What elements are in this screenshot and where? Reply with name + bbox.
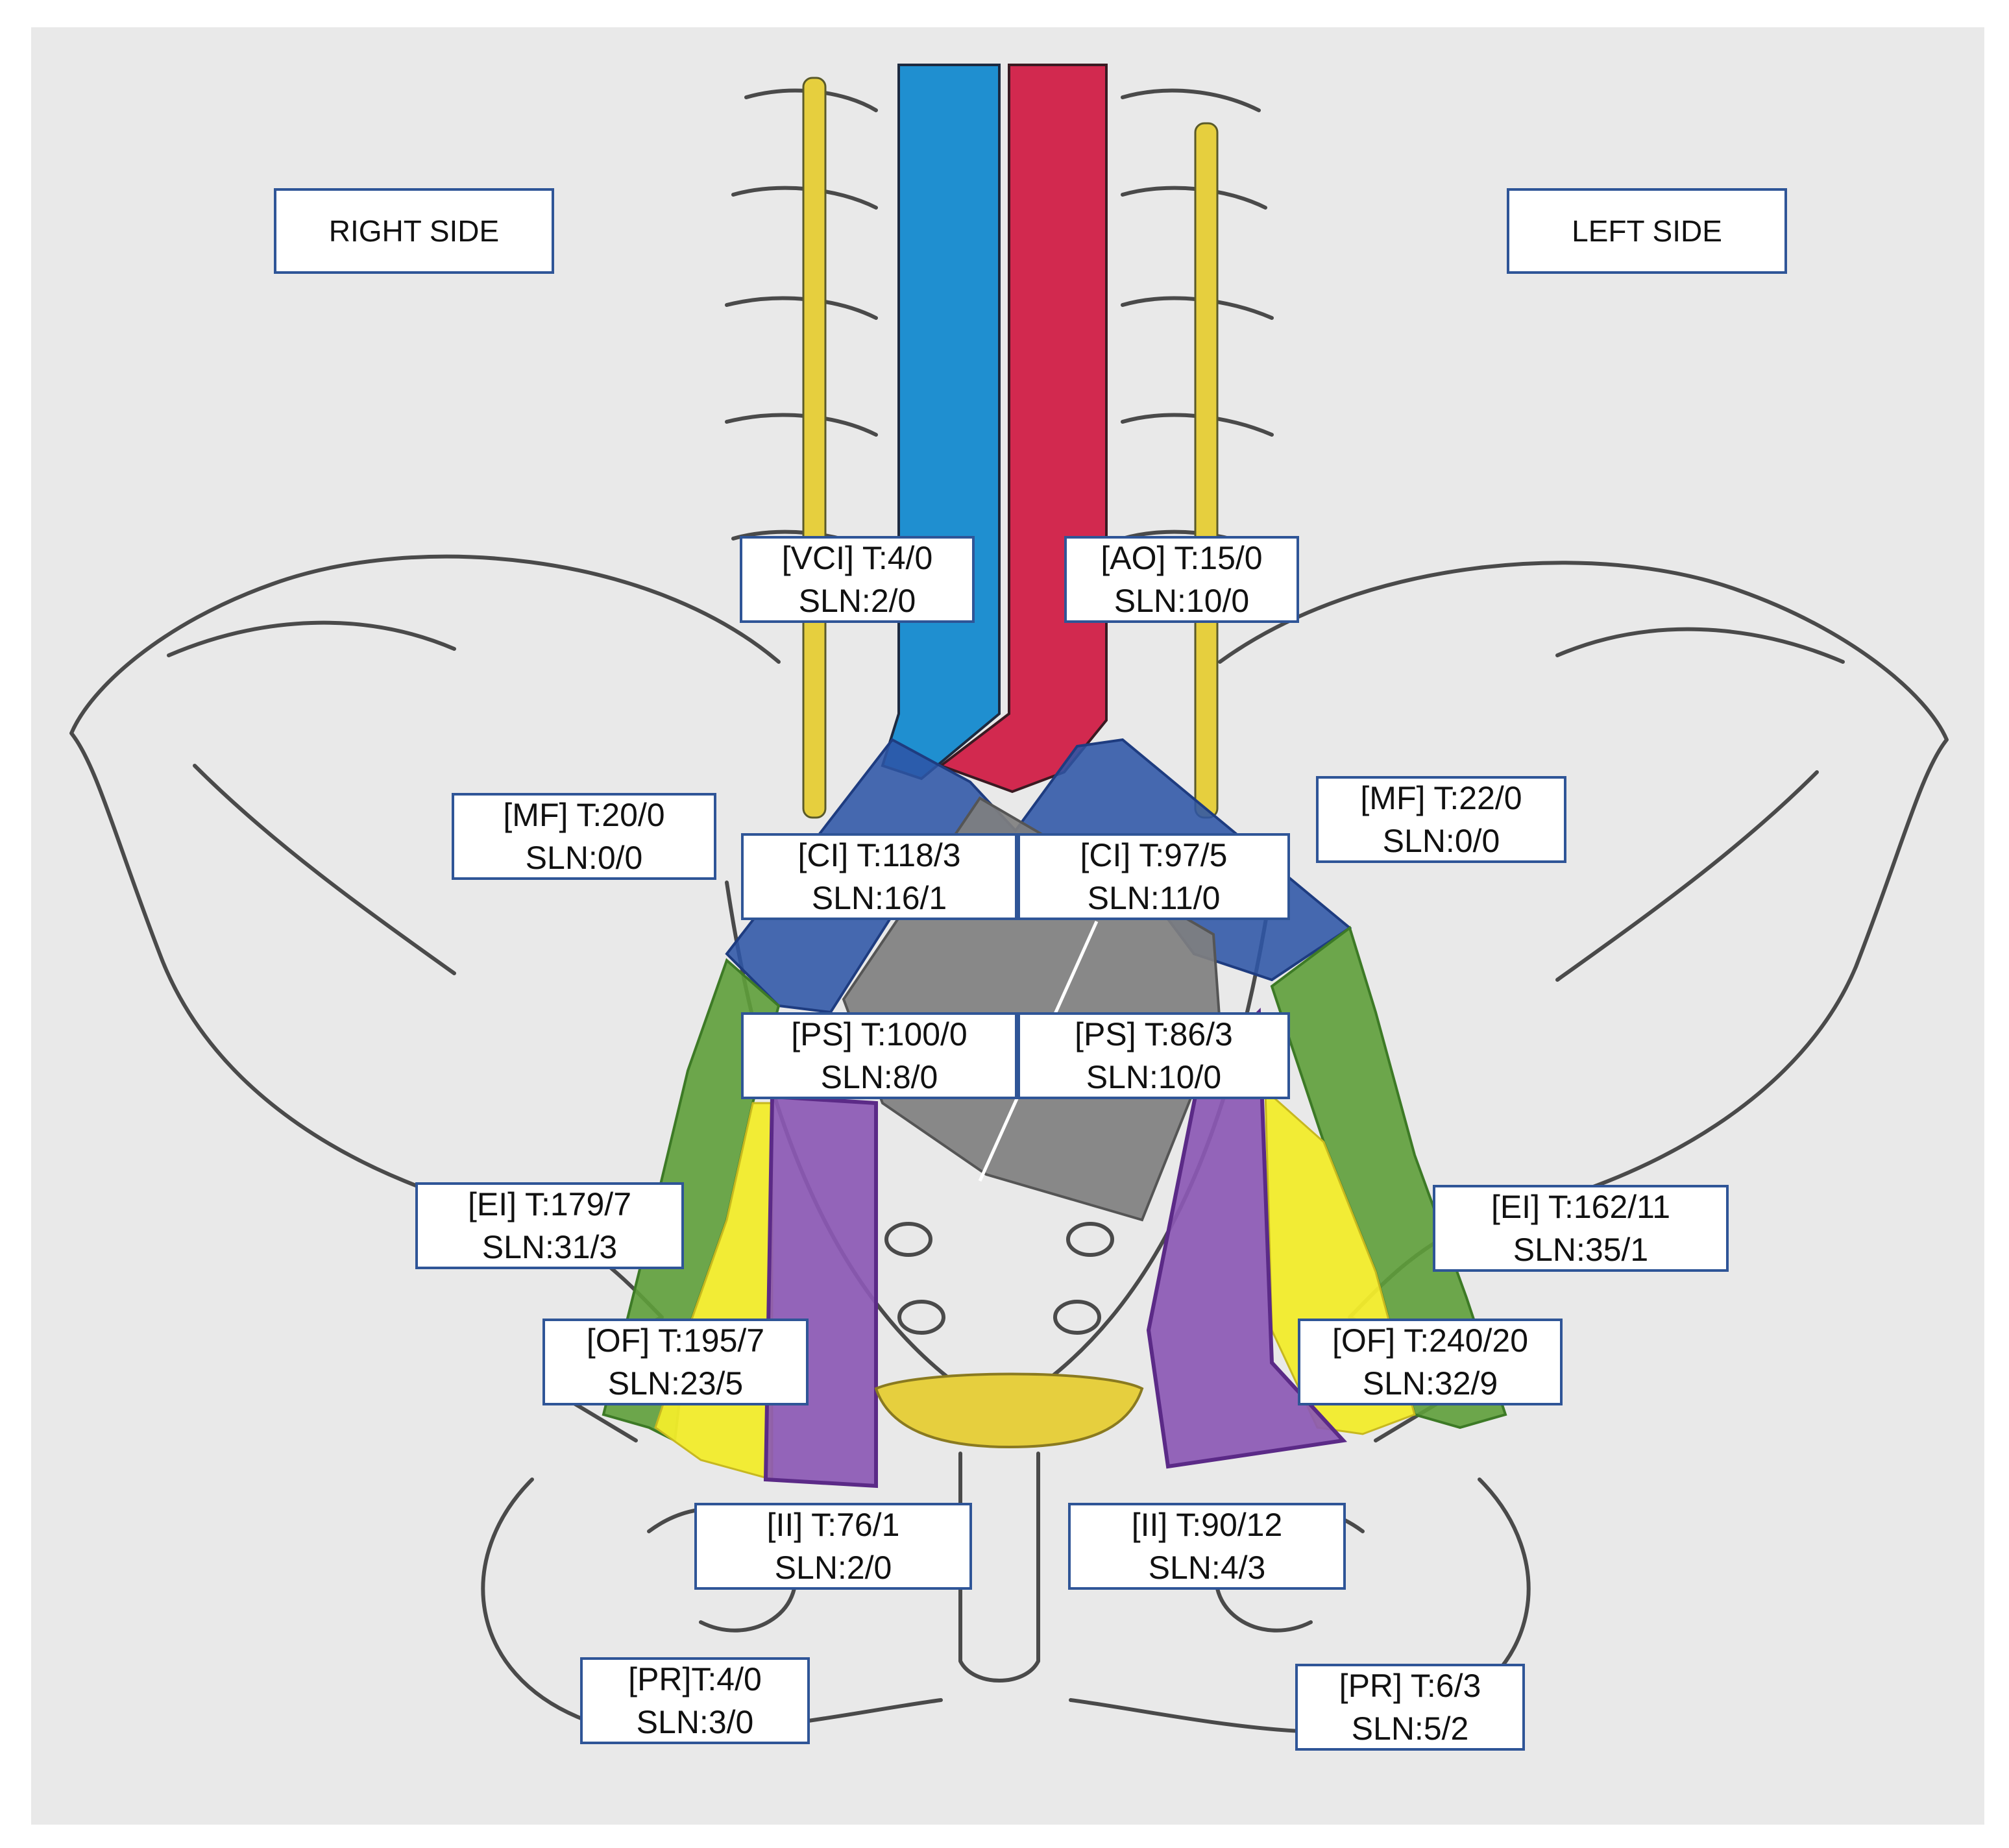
label-ps-right: [PS] T:100/0 SLN:8/0 bbox=[741, 1012, 1017, 1099]
right-ureter bbox=[802, 77, 827, 819]
label-vci: [VCI] T:4/0 SLN:2/0 bbox=[740, 536, 975, 623]
label-pr-left: [PR] T:6/3 SLN:5/2 bbox=[1295, 1664, 1525, 1751]
label-ii-right-line2: SLN:2/0 bbox=[774, 1550, 892, 1586]
label-mf-right-line2: SLN:0/0 bbox=[525, 840, 643, 876]
label-ei-left-line1: [EI] T:162/11 bbox=[1491, 1189, 1671, 1225]
label-of-right: [OF] T:195/7 SLN:23/5 bbox=[542, 1319, 809, 1405]
label-ao-line1: [AO] T:15/0 bbox=[1101, 540, 1263, 576]
label-vci-line1: [VCI] T:4/0 bbox=[781, 540, 933, 576]
right-internal-iliac-region bbox=[763, 1094, 878, 1489]
label-pr-right-line2: SLN:3/0 bbox=[636, 1704, 754, 1740]
left-ureter bbox=[1194, 122, 1219, 819]
left-external-iliac-region bbox=[1270, 925, 1507, 1429]
label-pr-right-line1: [PR]T:4/0 bbox=[628, 1661, 762, 1697]
vena-cava bbox=[881, 64, 1001, 781]
label-mf-right: [MF] T:20/0 SLN:0/0 bbox=[452, 793, 716, 880]
label-ao-line2: SLN:10/0 bbox=[1114, 583, 1250, 619]
label-of-left-line1: [OF] T:240/20 bbox=[1332, 1322, 1529, 1359]
right-side-label: RIGHT SIDE bbox=[274, 188, 554, 274]
label-ci-left-line1: [CI] T:97/5 bbox=[1080, 837, 1228, 873]
label-ii-left: [II] T:90/12 SLN:4/3 bbox=[1068, 1503, 1346, 1590]
bladder bbox=[874, 1372, 1144, 1449]
label-ii-right-line1: [II] T:76/1 bbox=[766, 1507, 900, 1543]
label-of-left-line2: SLN:32/9 bbox=[1362, 1365, 1498, 1402]
label-ci-right-line1: [CI] T:118/3 bbox=[798, 837, 961, 873]
label-ps-left-line2: SLN:10/0 bbox=[1086, 1059, 1222, 1095]
label-ps-right-line1: [PS] T:100/0 bbox=[791, 1016, 968, 1052]
left-side-label: LEFT SIDE bbox=[1507, 188, 1787, 274]
label-ps-left-line1: [PS] T:86/3 bbox=[1075, 1016, 1233, 1052]
label-pr-left-line2: SLN:5/2 bbox=[1351, 1710, 1469, 1747]
label-mf-left-line2: SLN:0/0 bbox=[1382, 823, 1500, 859]
label-ei-left-line2: SLN:35/1 bbox=[1513, 1232, 1649, 1268]
label-ii-right: [II] T:76/1 SLN:2/0 bbox=[694, 1503, 972, 1590]
label-ei-left: [EI] T:162/11 SLN:35/1 bbox=[1433, 1185, 1729, 1272]
label-ci-right-line2: SLN:16/1 bbox=[811, 880, 947, 916]
label-mf-left-line1: [MF] T:22/0 bbox=[1360, 780, 1522, 816]
label-of-right-line1: [OF] T:195/7 bbox=[586, 1322, 765, 1359]
label-of-left: [OF] T:240/20 SLN:32/9 bbox=[1298, 1319, 1563, 1405]
label-ci-left-line2: SLN:11/0 bbox=[1087, 880, 1221, 916]
label-ps-left: [PS] T:86/3 SLN:10/0 bbox=[1017, 1012, 1290, 1099]
label-ci-left: [CI] T:97/5 SLN:11/0 bbox=[1017, 833, 1290, 920]
label-mf-left: [MF] T:22/0 SLN:0/0 bbox=[1316, 776, 1566, 863]
label-ps-right-line2: SLN:8/0 bbox=[820, 1059, 938, 1095]
label-vci-line2: SLN:2/0 bbox=[798, 583, 916, 619]
left-side-text: LEFT SIDE bbox=[1572, 214, 1722, 248]
label-ei-right-line1: [EI] T:179/7 bbox=[467, 1186, 632, 1222]
label-ci-right: [CI] T:118/3 SLN:16/1 bbox=[741, 833, 1017, 920]
label-ei-right-line2: SLN:31/3 bbox=[481, 1229, 618, 1265]
label-mf-right-line1: [MF] T:20/0 bbox=[503, 797, 665, 833]
label-pr-right: [PR]T:4/0 SLN:3/0 bbox=[580, 1657, 810, 1744]
label-pr-left-line1: [PR] T:6/3 bbox=[1339, 1668, 1481, 1704]
label-ii-left-line1: [II] T:90/12 bbox=[1131, 1507, 1283, 1543]
label-ii-left-line2: SLN:4/3 bbox=[1148, 1550, 1266, 1586]
label-of-right-line2: SLN:23/5 bbox=[607, 1365, 744, 1402]
label-ao: [AO] T:15/0 SLN:10/0 bbox=[1064, 536, 1299, 623]
label-ei-right: [EI] T:179/7 SLN:31/3 bbox=[415, 1182, 684, 1269]
right-side-text: RIGHT SIDE bbox=[328, 214, 500, 248]
